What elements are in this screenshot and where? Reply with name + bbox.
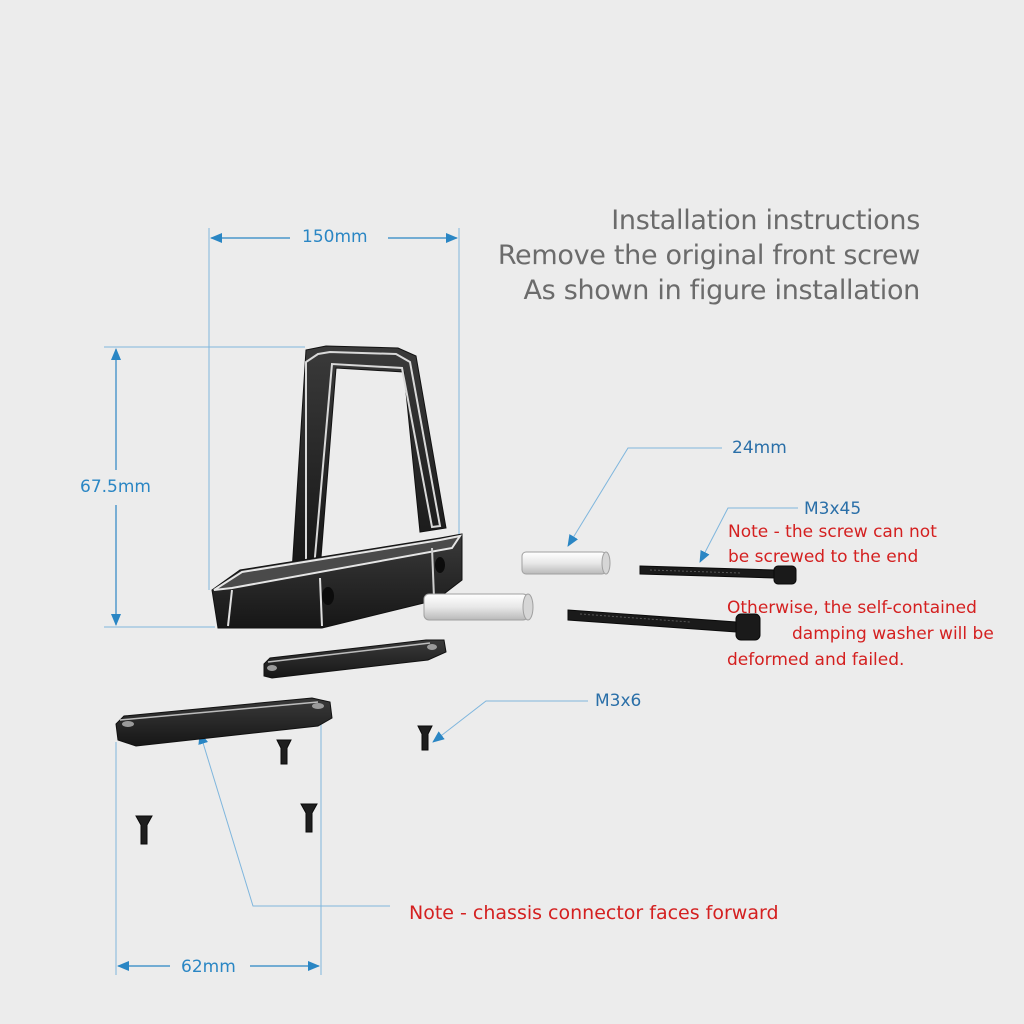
small-screws	[135, 725, 433, 845]
long-screw-label: M3x45	[804, 499, 862, 519]
dimension-bracket-label: 62mm	[181, 957, 236, 977]
bracket-short	[263, 639, 447, 679]
screw-note-line-2: be screwed to the end	[728, 547, 919, 567]
leader-lines	[198, 447, 798, 907]
dimension-arrows	[111, 233, 458, 971]
instructions-line-2: Remove the original front screw	[497, 240, 920, 271]
bracket-long	[115, 697, 333, 747]
instructions-line-3: As shown in figure installation	[523, 275, 920, 306]
chassis-note: Note - chassis connector faces forward	[409, 902, 779, 924]
dimension-height-label: 67.5mm	[80, 477, 151, 497]
instructions-title: Installation instructions	[611, 205, 920, 236]
screw-note-line-1: Note - the screw can not	[728, 522, 937, 542]
dimension-lines	[104, 228, 460, 975]
dimension-spacer-label: 24mm	[732, 438, 787, 458]
washer-note-line-3: deformed and failed.	[727, 650, 905, 670]
washer-note-line-1: Otherwise, the self-contained	[727, 598, 977, 618]
long-screws	[567, 565, 797, 641]
spacers	[423, 551, 611, 621]
short-screw-label: M3x6	[595, 691, 642, 711]
bumper-part	[211, 345, 463, 629]
dimension-width-label: 150mm	[302, 227, 368, 247]
washer-note-line-2: damping washer will be	[792, 624, 994, 644]
